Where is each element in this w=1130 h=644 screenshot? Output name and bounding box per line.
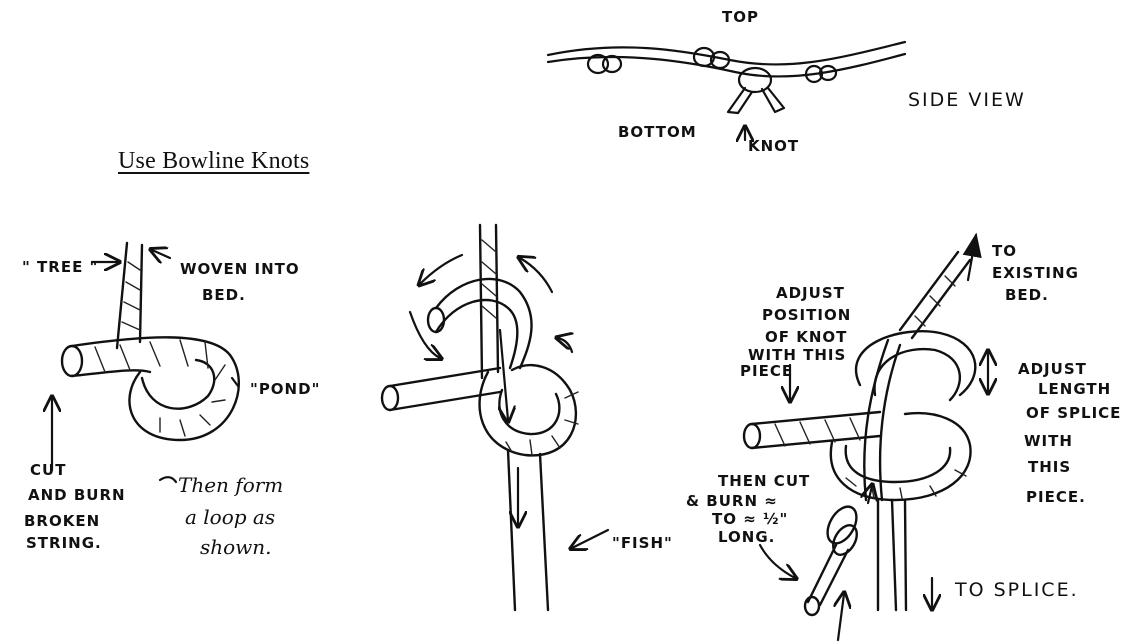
panel2-rope-knot (382, 225, 608, 610)
tree-label: " TREE " (22, 258, 98, 276)
side-top-label: TOP (722, 8, 759, 26)
side-knot-label: KNOT (748, 137, 799, 155)
pond-label: "POND" (250, 380, 320, 398)
then-form-line-3: shown. (200, 535, 272, 559)
adjust-position-2: POSITION (762, 306, 851, 324)
to-splice-label: TO SPLICE. (954, 579, 1079, 601)
adjust-position-3: OF KNOT (765, 328, 847, 346)
woven-label-1: WOVEN INTO (180, 260, 300, 278)
adjust-position-1: ADJUST (776, 284, 845, 302)
fish-label: "FISH" (612, 534, 673, 552)
to-existing-3: BED. (1005, 286, 1049, 304)
adjust-position-5: PIECE (740, 362, 793, 380)
then-form-stroke (160, 477, 176, 482)
then-cut-1: THEN CUT (718, 472, 810, 490)
to-existing-1: TO (992, 242, 1017, 260)
side-bottom-label: BOTTOM (618, 123, 697, 141)
adjust-length-6: PIECE. (1026, 488, 1086, 506)
cut-label-1: CUT (30, 461, 66, 479)
side-view-sketch (548, 42, 905, 140)
woven-label-2: BED. (202, 286, 246, 304)
adjust-length-3: OF SPLICE (1026, 404, 1121, 422)
cut-label-2: AND BURN (28, 486, 126, 504)
to-existing-2: EXISTING (992, 264, 1079, 282)
adjust-length-4: WITH (1024, 432, 1073, 450)
then-cut-2: & BURN ≈ (686, 492, 778, 510)
cut-label-4: STRING. (26, 534, 102, 552)
then-form-line-2: a loop as (185, 505, 275, 529)
adjust-length-2: LENGTH (1038, 380, 1111, 398)
then-cut-3: TO ≈ ½" (712, 510, 788, 528)
cut-label-3: BROKEN (24, 512, 100, 530)
side-view-label: SIDE VIEW (908, 89, 1026, 111)
adjust-length-1: ADJUST (1018, 360, 1087, 378)
then-cut-4: LONG. (718, 528, 775, 546)
adjust-length-5: THIS (1028, 458, 1071, 476)
then-form-line-1: Then form (178, 473, 283, 497)
